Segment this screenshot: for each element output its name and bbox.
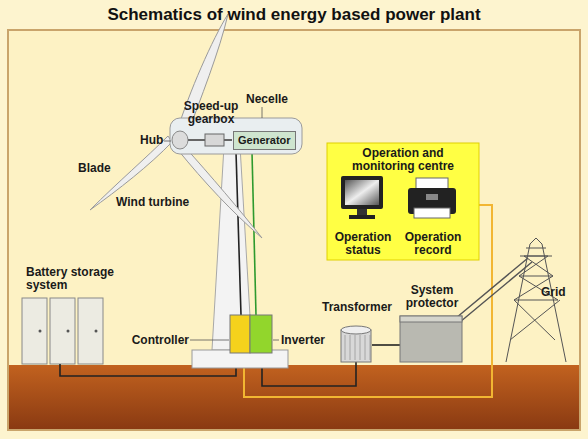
grid-tower (520, 248, 552, 256)
printer-icon (408, 178, 456, 218)
battery-storage (95, 330, 98, 333)
monitor-icon (345, 180, 379, 205)
battery-storage (67, 330, 70, 333)
part-label: Speed-up gearbox (183, 100, 239, 126)
generator-box: Generator (233, 131, 296, 150)
hub (172, 131, 188, 149)
tower (252, 152, 256, 315)
transformer (341, 326, 371, 362)
part-label: Wind turbine (116, 196, 189, 209)
title: Schematics of wind energy based power pl… (0, 5, 588, 25)
grid-tower (506, 238, 566, 362)
frame (8, 30, 580, 430)
part-label: Inverter (281, 334, 325, 347)
system-protector (400, 316, 462, 322)
transformer-rib (345, 335, 346, 360)
blade (178, 146, 262, 238)
transformer (345, 335, 370, 360)
controller-box (230, 315, 250, 353)
monitor-icon (349, 215, 375, 219)
leader-line (262, 107, 263, 118)
part-label: Transformer (322, 301, 392, 314)
leader-line (164, 141, 171, 142)
inverter-box (250, 315, 272, 353)
part-label: Controller (132, 334, 189, 347)
gearbox (224, 139, 232, 141)
icon-label: Operation record (397, 231, 469, 257)
battery-storage (39, 330, 42, 333)
gearbox (205, 134, 232, 146)
wire (372, 344, 400, 346)
monitor-icon (341, 176, 383, 209)
part-label: Grid (541, 286, 566, 299)
leader-line (273, 340, 279, 341)
part-label: Necelle (246, 93, 288, 106)
wire (60, 205, 532, 397)
transformer (341, 326, 371, 334)
monitoring-panel (327, 143, 479, 260)
icon-label: Operation status (327, 231, 399, 257)
transformer-rib (350, 335, 351, 360)
panel-heading: Operation and monitoring centre (331, 147, 475, 173)
system-protector (400, 316, 462, 362)
part-label: Battery storage system (26, 266, 124, 292)
battery-storage (22, 298, 47, 364)
transformer-rib (355, 335, 356, 360)
system-protector (400, 316, 462, 362)
monitor-icon (357, 209, 367, 215)
grid-tower (506, 238, 566, 362)
battery-storage (22, 298, 103, 364)
hub (172, 131, 205, 149)
inverter-box (250, 315, 272, 353)
node-label: Generator (238, 134, 291, 147)
battery-storage (78, 298, 103, 364)
transformer-rib (360, 335, 361, 360)
part-label: Blade (78, 162, 111, 175)
part-label: Hub (140, 134, 163, 147)
monitoring-panel (327, 143, 479, 260)
transformer-rib (365, 335, 366, 360)
tower (236, 152, 241, 315)
hub (188, 139, 205, 141)
transformer-rib (370, 335, 371, 360)
printer-icon (426, 194, 438, 200)
gearbox (205, 134, 224, 146)
frame (8, 30, 580, 430)
leader-line (190, 340, 229, 341)
battery-storage (50, 298, 75, 364)
monitor-icon (341, 176, 383, 219)
part-label: System protector (398, 284, 466, 310)
transformer (341, 330, 371, 362)
printer-icon (414, 208, 450, 218)
controller-box (230, 315, 250, 353)
